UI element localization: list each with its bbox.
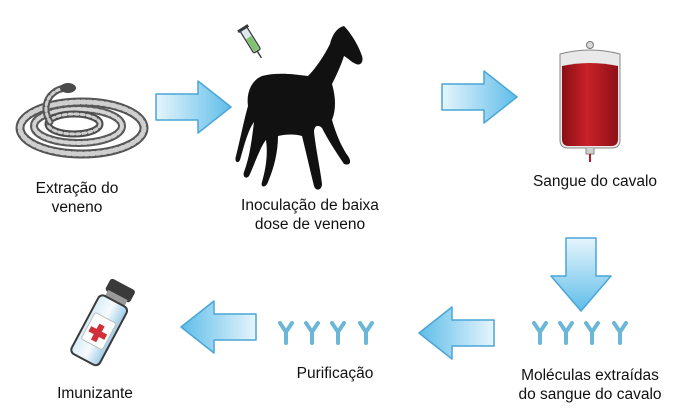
snake-icon xyxy=(15,83,149,159)
antibodies-icon xyxy=(532,321,628,345)
arrow-left-1 xyxy=(418,306,495,360)
label-inoculation: Inoculação de baixa dose de veneno xyxy=(220,196,400,234)
arrow-right-1 xyxy=(155,80,232,134)
label-extraction-line-1: Extração do xyxy=(35,180,119,197)
label-purification: Purificação xyxy=(255,364,415,383)
label-molecules: Moléculas extraídas do sangue do cavalo xyxy=(490,366,690,404)
label-extraction: Extração do veneno xyxy=(2,179,152,217)
label-inoculation-line-1: Inoculação de baixa xyxy=(241,197,379,214)
vial-icon xyxy=(70,278,135,367)
label-immunizer-line-1: Imunizante xyxy=(57,385,133,402)
label-extraction-line-2: veneno xyxy=(51,199,103,216)
label-molecules-line-1: Moléculas extraídas xyxy=(521,367,659,384)
blood-bag-icon xyxy=(559,41,621,162)
purified-antibodies-icon xyxy=(278,321,374,345)
label-molecules-line-2: do sangue do cavalo xyxy=(518,386,662,403)
label-purification-line-1: Purificação xyxy=(296,365,374,382)
label-immunizer: Imunizante xyxy=(20,384,170,403)
label-inoculation-line-2: dose de veneno xyxy=(254,216,366,233)
arrow-right-2 xyxy=(441,70,518,124)
label-horse-blood-line-1: Sangue do cavalo xyxy=(532,173,658,190)
arrow-down xyxy=(550,237,612,312)
horse-with-syringe-icon xyxy=(235,24,363,190)
arrow-left-2 xyxy=(180,300,257,354)
label-horse-blood: Sangue do cavalo xyxy=(505,172,685,191)
